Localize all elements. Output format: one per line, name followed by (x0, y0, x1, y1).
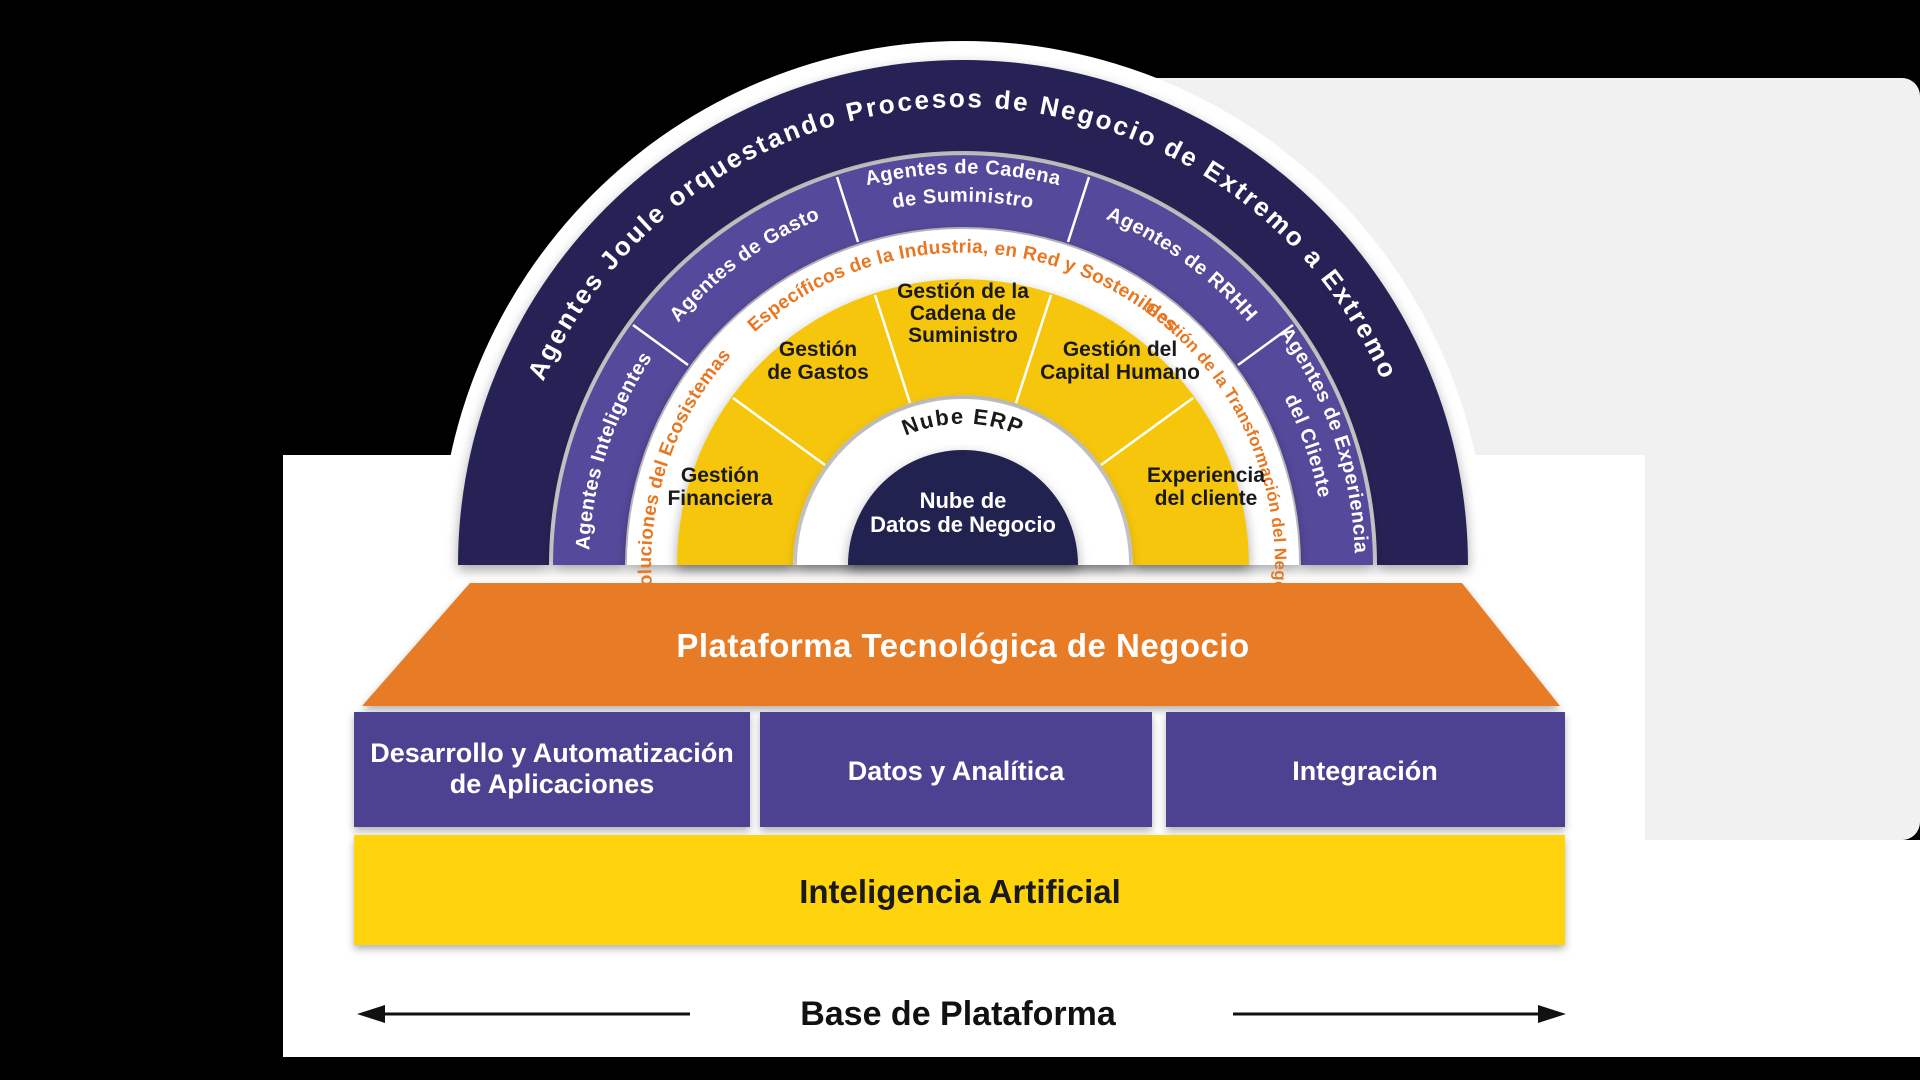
gestion-gastos-line2: de Gastos (767, 361, 869, 384)
data-analytics-label: Datos y Analítica (848, 756, 1066, 786)
agents-divider-4 (1237, 323, 1294, 367)
platform-bar-label: Plataforma Tecnológica de Negocio (676, 627, 1249, 664)
lob-divider-3 (1014, 294, 1053, 404)
data-cloud-line2: Datos de Negocio (870, 512, 1056, 537)
gestion-capital-line1: Gestión del (1063, 338, 1177, 361)
capability-boxes: Desarrollo y Automatización de Aplicacio… (354, 712, 1565, 827)
integration-label: Integración (1292, 756, 1438, 786)
segment-dividers (632, 176, 1294, 467)
platform-trapezoid (362, 583, 1560, 706)
agents-ring (553, 155, 1373, 565)
agents-divider-2 (835, 176, 860, 243)
gestion-capital-line2: Capital Humano (1040, 361, 1200, 384)
lob-divider-1 (732, 396, 826, 467)
joule-ring (458, 60, 1468, 565)
ai-bar-label: Inteligencia Artificial (799, 873, 1121, 910)
dev-automation-label-line1: Desarrollo y Automatización (370, 738, 734, 768)
base-platform-label: Base de Plataforma (800, 995, 1117, 1033)
agents-divider-3 (1066, 176, 1091, 243)
lob-ring (677, 279, 1249, 565)
lob-segment-labels: Gestión Financiera Gestión de Gastos Ges… (667, 280, 1265, 510)
platform-bar: Plataforma Tecnológica de Negocio (362, 583, 1560, 706)
integration-box (1166, 712, 1565, 827)
data-cloud-label: Nube de Datos de Negocio (870, 488, 1056, 537)
lob-divider-2 (873, 294, 912, 404)
base-platform-footer: Base de Plataforma (357, 995, 1566, 1033)
ai-bar: Inteligencia Artificial (354, 835, 1565, 945)
data-cloud-line1: Nube de (920, 488, 1007, 513)
ai-bar-rect (354, 835, 1565, 945)
gestion-cadena-line2: Cadena de (910, 302, 1016, 325)
lob-divider-4 (1100, 396, 1194, 467)
gestion-gastos-line1: Gestión (779, 338, 857, 361)
gestion-cadena-line1: Gestión de la (897, 280, 1029, 303)
base-right-arrow-head-icon (1538, 1005, 1566, 1023)
experiencia-cliente-line2: del cliente (1155, 487, 1258, 510)
base-left-arrow-head-icon (357, 1005, 385, 1023)
experiencia-cliente-line1: Experiencia (1147, 464, 1265, 487)
dev-automation-label-line2: de Aplicaciones (450, 769, 655, 799)
gestion-financiera-line2: Financiera (667, 487, 772, 510)
gestion-financiera-line1: Gestión (681, 464, 759, 487)
data-cloud-dome (848, 450, 1078, 565)
background-white-canvas-right (1645, 840, 1920, 1057)
gestion-cadena-line3: Suministro (908, 324, 1018, 347)
ring-stack (458, 60, 1468, 565)
agents-divider-1 (632, 323, 689, 367)
data-analytics-box (760, 712, 1152, 827)
dev-automation-box (354, 712, 750, 827)
